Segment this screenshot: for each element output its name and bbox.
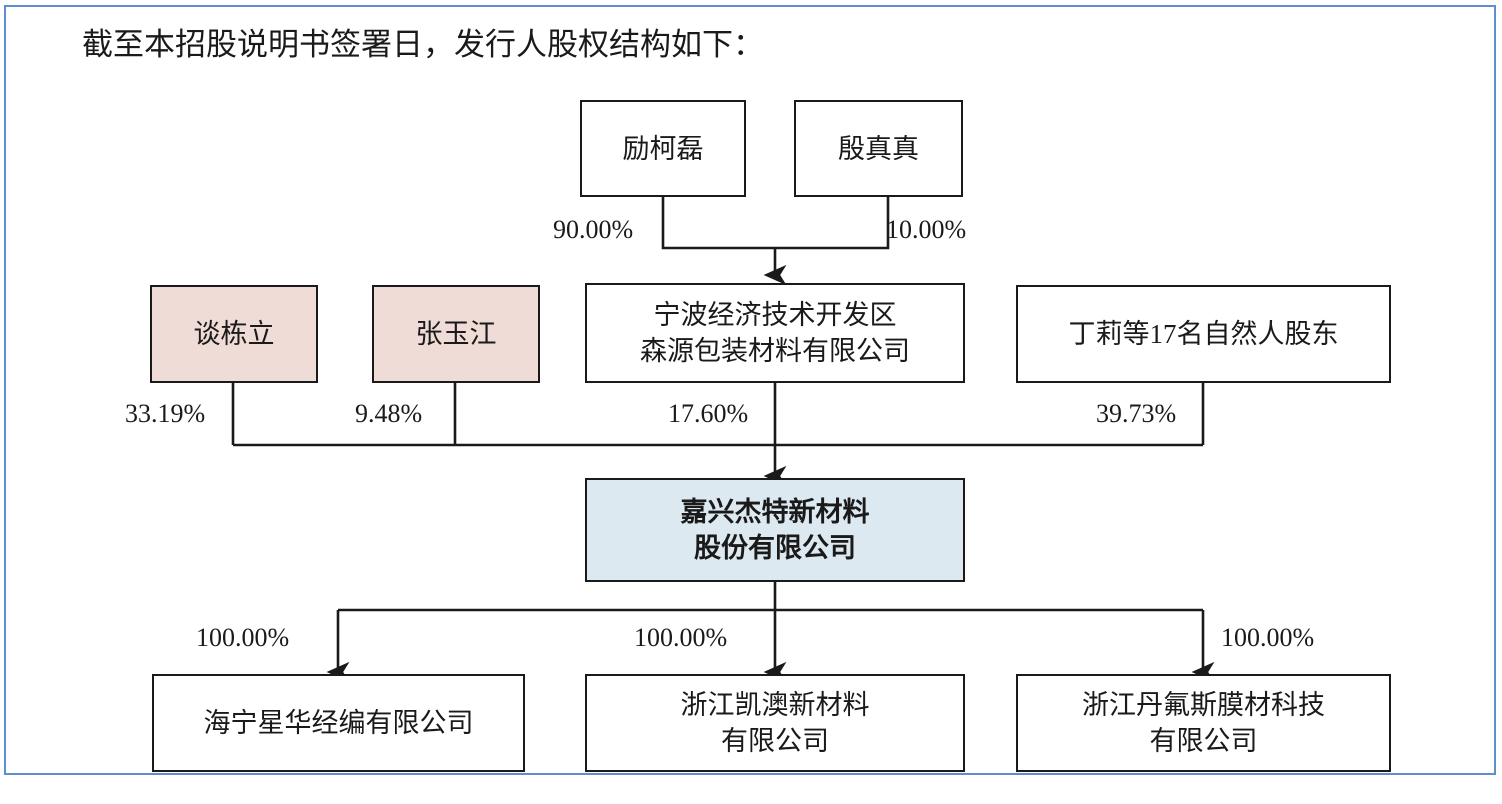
- page-title: 截至本招股说明书签署日，发行人股权结构如下：: [82, 27, 764, 62]
- node-dingli[interactable]: 丁莉等17名自然人股东: [1016, 285, 1391, 383]
- node-senyuan-line1: 宁波经济技术开发区: [653, 300, 897, 330]
- node-like[interactable]: 励柯磊: [580, 100, 746, 197]
- node-danfusi-line2: 有限公司: [1149, 726, 1258, 756]
- percent-zhangyujiang-to-issuer: 9.48%: [355, 399, 423, 428]
- node-danfusi-line1: 浙江丹氟斯膜材科技: [1082, 690, 1325, 720]
- node-tandongli[interactable]: 谈栋立: [150, 285, 318, 383]
- node-danfusi[interactable]: 浙江丹氟斯膜材科技 有限公司: [1016, 674, 1391, 772]
- node-issuer-line1: 嘉兴杰特新材料: [680, 497, 870, 527]
- node-zhangyujiang[interactable]: 张玉江: [372, 285, 540, 383]
- node-haining[interactable]: 海宁星华经编有限公司: [152, 674, 525, 772]
- percent-like-to-senyuan: 90.00%: [553, 215, 634, 244]
- node-kaiao-line1: 浙江凯澳新材料: [680, 690, 870, 720]
- node-senyuan[interactable]: 宁波经济技术开发区 森源包装材料有限公司: [585, 283, 965, 383]
- node-issuer-line2: 股份有限公司: [694, 533, 856, 563]
- percent-tandongli-to-issuer: 33.19%: [125, 399, 206, 428]
- percent-issuer-to-haining: 100.00%: [196, 623, 290, 652]
- node-issuer[interactable]: 嘉兴杰特新材料 股份有限公司: [585, 478, 965, 582]
- percent-yinzhen-to-senyuan: 10.00%: [886, 215, 967, 244]
- percent-senyuan-to-issuer: 17.60%: [668, 399, 749, 428]
- page-border-frame: [4, 5, 1496, 775]
- node-yinzhen[interactable]: 殷真真: [794, 100, 963, 197]
- percent-dingli-to-issuer: 39.73%: [1096, 399, 1177, 428]
- node-kaiao[interactable]: 浙江凯澳新材料 有限公司: [585, 674, 965, 772]
- percent-issuer-to-kaiao: 100.00%: [634, 623, 728, 652]
- node-kaiao-line2: 有限公司: [721, 726, 829, 756]
- percent-issuer-to-danfusi: 100.00%: [1221, 623, 1315, 652]
- node-senyuan-line2: 森源包装材料有限公司: [640, 336, 910, 366]
